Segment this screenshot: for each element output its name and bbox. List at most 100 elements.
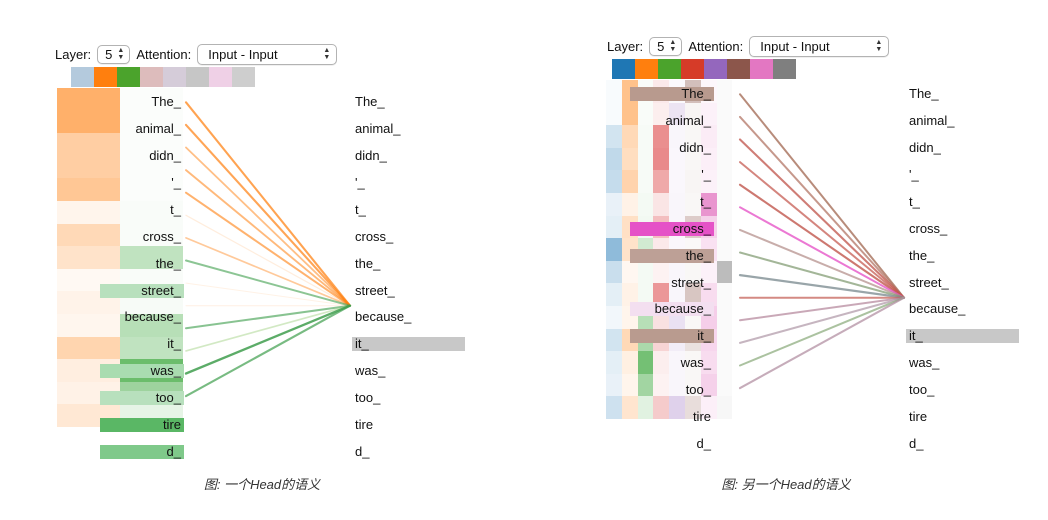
target-token[interactable]: street_ (352, 283, 462, 298)
source-token[interactable]: cross_ (100, 229, 184, 244)
controls-row-right: Layer: 5 ▲▼ Attention: Input - Input ▲▼ (607, 36, 890, 57)
target-token[interactable]: d_ (352, 444, 462, 459)
target-token[interactable]: because_ (906, 302, 1016, 316)
attention-lines-left (184, 101, 352, 398)
head-swatch-3[interactable] (681, 59, 704, 79)
target-token[interactable]: cross_ (906, 221, 1016, 236)
source-token[interactable]: tire (630, 409, 714, 424)
heatmap-cell (57, 133, 120, 156)
source-token[interactable]: because_ (630, 302, 714, 317)
target-token[interactable]: The_ (906, 87, 1016, 101)
source-token[interactable]: didn_ (100, 149, 184, 163)
source-token[interactable]: because_ (100, 310, 184, 324)
source-token[interactable]: '_ (100, 175, 184, 190)
source-token[interactable]: '_ (630, 167, 714, 182)
layer-stepper[interactable]: 5 ▲▼ (649, 37, 683, 56)
target-token[interactable]: tire (906, 408, 1016, 424)
head-swatch-row-right[interactable] (612, 59, 796, 79)
source-token[interactable]: too_ (630, 383, 714, 397)
source-token[interactable]: the_ (100, 256, 184, 271)
source-token[interactable]: animal_ (630, 114, 714, 128)
head-swatch-0[interactable] (612, 59, 635, 79)
target-token[interactable]: the_ (906, 248, 1016, 263)
target-token[interactable]: d_ (906, 436, 1016, 451)
chevron-updown-icon[interactable]: ▲▼ (323, 47, 331, 61)
chevron-updown-icon[interactable]: ▲▼ (875, 39, 883, 53)
head-swatch-2[interactable] (658, 59, 681, 79)
stepper-arrows-icon[interactable]: ▲▼ (117, 46, 125, 61)
source-token[interactable]: d_ (100, 444, 184, 459)
source-token[interactable]: it_ (630, 328, 714, 344)
heatmap-cell (606, 238, 622, 261)
head-swatch-0[interactable] (71, 67, 94, 87)
target-token[interactable]: too_ (906, 383, 1016, 397)
heatmap-cell (120, 155, 183, 179)
stepper-arrows-icon[interactable]: ▲▼ (669, 38, 677, 53)
target-token[interactable]: didn_ (352, 149, 462, 163)
head-swatch-6[interactable] (209, 67, 232, 87)
source-token[interactable]: street_ (630, 275, 714, 290)
source-token-list-left[interactable]: The_ animal_ didn_ '_ t_ cross_ the_ street_bec… (100, 91, 184, 467)
source-token[interactable]: cross_ (630, 221, 714, 236)
head-swatch-4[interactable] (163, 67, 186, 87)
attention-select[interactable]: Input - Input ▲▼ (749, 36, 890, 57)
target-token[interactable]: was_ (906, 356, 1016, 370)
attention-select[interactable]: Input - Input ▲▼ (197, 44, 338, 65)
target-token[interactable]: animal_ (906, 114, 1016, 128)
source-token[interactable]: was_ (100, 364, 184, 379)
source-token[interactable]: it_ (100, 337, 184, 351)
target-token-selected[interactable]: it_ (352, 337, 465, 352)
heatmap-cell (606, 351, 622, 374)
heatmap-cell (716, 147, 733, 171)
head-swatch-4[interactable] (704, 59, 727, 79)
token-label: it_ (697, 328, 711, 344)
target-token[interactable]: the_ (352, 256, 462, 271)
target-token[interactable]: too_ (352, 391, 462, 405)
heatmap-cell (669, 396, 685, 419)
head-swatch-row-left[interactable] (71, 67, 255, 87)
target-token[interactable]: tire (352, 417, 462, 432)
source-token[interactable]: d_ (630, 436, 714, 451)
token-label: animal_ (135, 121, 181, 137)
target-token[interactable]: street_ (906, 275, 1016, 290)
source-token[interactable]: didn_ (630, 141, 714, 155)
target-token-list-left[interactable]: The_ animal_ didn_ '_ t_ cross_ the_ street_bec… (352, 91, 465, 467)
target-token[interactable]: The_ (352, 95, 462, 109)
source-token[interactable]: street_ (100, 283, 184, 298)
target-token[interactable]: cross_ (352, 229, 462, 244)
source-token[interactable]: t_ (100, 202, 184, 217)
token-label: tire (909, 408, 928, 424)
source-token[interactable]: animal_ (100, 122, 184, 136)
heatmap-cell (716, 260, 733, 284)
layer-stepper[interactable]: 5 ▲▼ (97, 45, 131, 64)
target-token[interactable]: was_ (352, 364, 462, 378)
source-token[interactable]: The_ (630, 87, 714, 102)
head-swatch-5[interactable] (727, 59, 750, 79)
head-swatch-7[interactable] (773, 59, 796, 79)
source-token[interactable]: the_ (630, 248, 714, 263)
source-token[interactable]: t_ (630, 194, 714, 209)
target-token-selected[interactable]: it_ (906, 329, 1019, 344)
head-swatch-7[interactable] (232, 67, 255, 87)
head-swatch-3[interactable] (140, 67, 163, 87)
target-token[interactable]: t_ (352, 202, 462, 217)
target-token[interactable]: '_ (352, 175, 462, 190)
heatmap-cell (120, 133, 183, 156)
head-swatch-1[interactable] (635, 59, 658, 79)
target-token-list-right[interactable]: The_ animal_ didn_ '_ t_ cross_ the_ street_bec… (906, 83, 1019, 459)
target-token[interactable]: animal_ (352, 122, 462, 136)
head-swatch-5[interactable] (186, 67, 209, 87)
source-token[interactable]: tire (100, 417, 184, 432)
heatmap-cell (606, 147, 622, 171)
head-swatch-6[interactable] (750, 59, 773, 79)
target-token[interactable]: because_ (352, 310, 462, 324)
target-token[interactable]: '_ (906, 167, 1016, 182)
source-token-list-right[interactable]: The_ animal_ didn_ '_ t_ cross_ the_ street_bec… (630, 83, 714, 459)
head-swatch-2[interactable] (117, 67, 140, 87)
target-token[interactable]: t_ (906, 194, 1016, 209)
source-token[interactable]: too_ (100, 391, 184, 406)
head-swatch-1[interactable] (94, 67, 117, 87)
source-token[interactable]: was_ (630, 356, 714, 370)
target-token[interactable]: didn_ (906, 141, 1016, 155)
source-token[interactable]: The_ (100, 95, 184, 109)
